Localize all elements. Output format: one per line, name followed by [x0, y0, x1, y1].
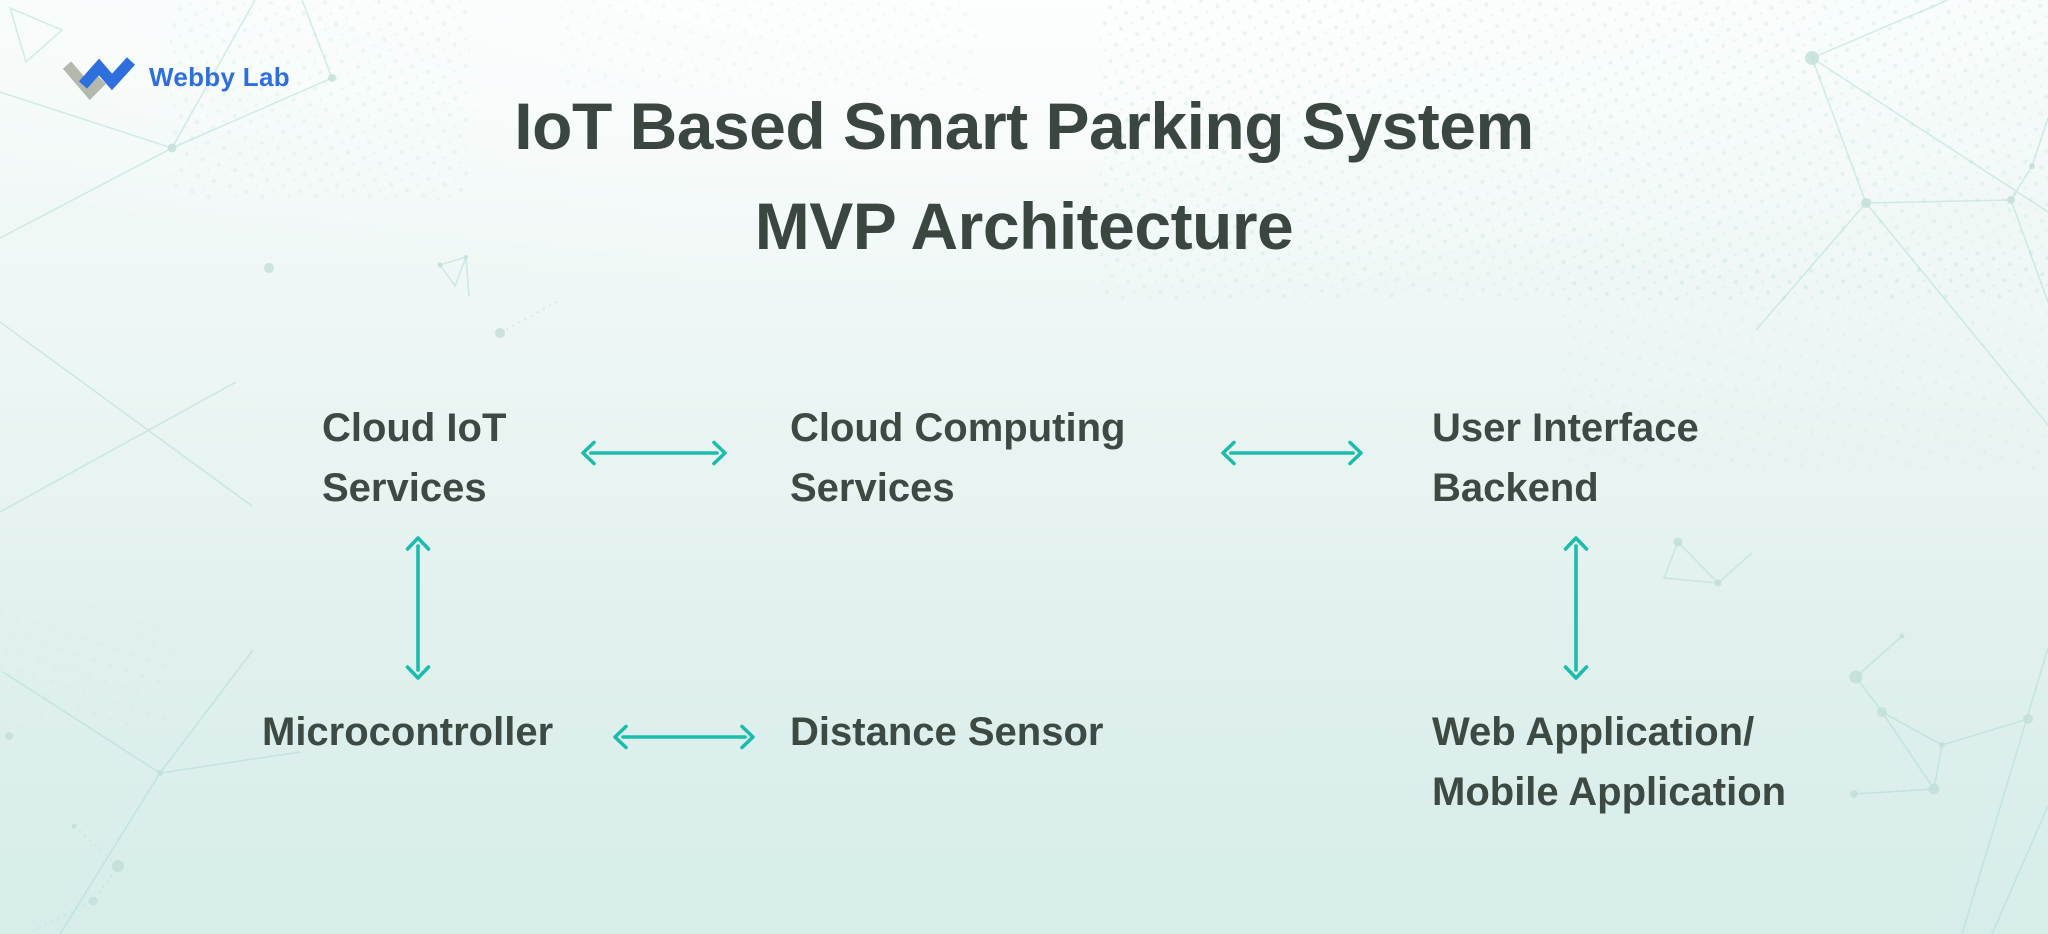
page-title: IoT Based Smart Parking System MVP Archi…	[0, 76, 2048, 276]
node-label: User Interface	[1432, 406, 1699, 450]
node-label: Services	[322, 466, 487, 510]
node-label: Cloud IoT	[322, 406, 507, 450]
page-title-line1: IoT Based Smart Parking System	[514, 89, 1534, 163]
node-label: Backend	[1432, 466, 1599, 510]
node-label: Microcontroller	[262, 710, 554, 754]
node-label: Mobile Application	[1432, 770, 1787, 814]
webbylab-logo-icon	[62, 57, 136, 100]
node-cloud-iot-services: Cloud IoT Services	[322, 398, 506, 518]
node-label: Services	[790, 466, 955, 510]
node-cloud-computing-services: Cloud Computing Services	[790, 398, 1125, 518]
node-user-interface-backend: User Interface Backend	[1432, 398, 1699, 518]
arrow-uibackend-webmobile	[1560, 533, 1592, 683]
node-distance-sensor: Distance Sensor	[790, 702, 1103, 762]
node-microcontroller: Microcontroller	[262, 702, 553, 762]
node-label: Distance Sensor	[790, 710, 1104, 754]
node-label: Cloud Computing	[790, 406, 1126, 450]
arrow-microcontroller-distancesensor	[610, 721, 758, 753]
node-web-mobile-application: Web Application/ Mobile Application	[1432, 702, 1786, 822]
node-label: Web Application/	[1432, 710, 1755, 754]
arrow-cloudiot-cloudcomputing	[578, 437, 730, 469]
arrow-cloudiot-microcontroller	[402, 533, 434, 683]
arrow-cloudcomputing-uibackend	[1218, 437, 1366, 469]
page-title-line2: MVP Architecture	[754, 189, 1294, 263]
